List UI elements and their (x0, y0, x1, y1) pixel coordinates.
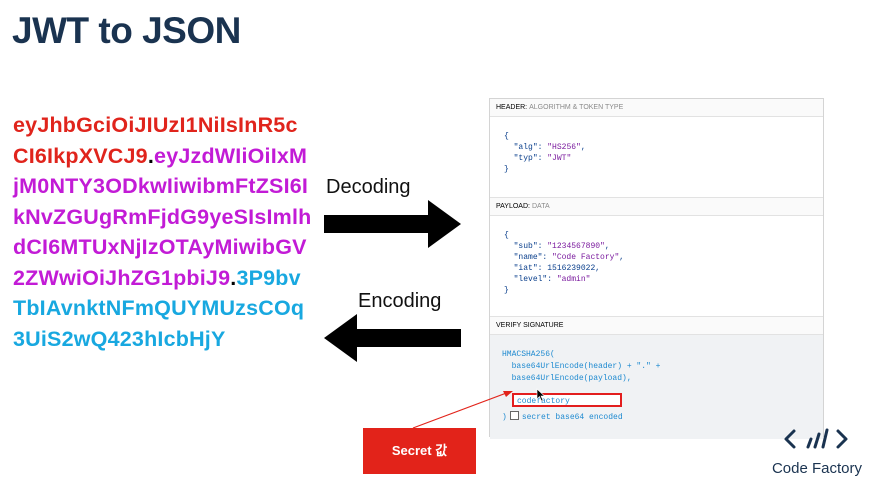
json-value: "Code Factory" (552, 253, 620, 262)
sig-line-1: HMACSHA256( (502, 350, 555, 359)
json-key: "alg" (513, 143, 538, 152)
json-key: "name" (513, 253, 543, 262)
json-sep: , (619, 253, 625, 262)
payload-json-editor[interactable]: { "sub": "1234567890", "name": "Code Fac… (490, 216, 823, 316)
json-value: 1516239022 (547, 264, 596, 273)
json-value: "HS256" (547, 143, 581, 152)
header-json: { "alg": "HS256", "typ": "JWT"} (504, 131, 586, 175)
json-key: "level" (513, 275, 548, 284)
jwt-dot-2: . (230, 265, 237, 290)
payload-section-subtitle: DATA (531, 203, 550, 210)
left-arrow-icon (324, 314, 461, 362)
jwt-signature-part: 3P9bvTbIAvnktNFmQUYMUzsCOq3UiS2wQ423hIcb… (13, 265, 305, 351)
header-section-subtitle: ALGORITHM & TOKEN TYPE (529, 104, 624, 111)
header-json-editor[interactable]: { "alg": "HS256", "typ": "JWT"} (490, 117, 823, 197)
payload-json: { "sub": "1234567890", "name": "Code Fac… (504, 230, 624, 296)
close-brace: } (504, 286, 509, 295)
open-brace: { (504, 132, 509, 141)
base64-checkbox[interactable] (509, 411, 519, 420)
payload-section-label: PAYLOAD: (496, 203, 530, 210)
base64-checkbox-row: ) secret base64 encoded (502, 411, 623, 422)
signature-code: HMACSHA256( base64UrlEncode(header) + ".… (502, 349, 660, 385)
json-key: "sub" (513, 242, 538, 251)
json-value: "admin" (556, 275, 591, 284)
header-section-title: HEADER:ALGORITHM & TOKEN TYPE (490, 99, 823, 117)
jwt-payload-part: eyJzdWIiOiIxMjM0NTY3ODkwIiwibmFtZSI6IkNv… (13, 143, 312, 290)
json-sep: , (604, 242, 610, 251)
json-line: "sub": "1234567890", (513, 242, 610, 251)
code-factory-logo (784, 428, 848, 449)
decoding-label: Decoding (326, 176, 411, 198)
json-value: "1234567890" (547, 242, 605, 251)
json-line: "alg": "HS256", (513, 143, 586, 152)
sig-close-paren: ) (502, 413, 507, 422)
brand: Code Factory (762, 425, 872, 477)
json-key: "typ" (513, 154, 538, 163)
json-line: "iat": 1516239022, (513, 264, 601, 273)
json-line: "level": "admin" (513, 275, 591, 284)
json-sep: , (595, 264, 601, 273)
header-section-label: HEADER: (496, 104, 528, 111)
json-key: "iat" (513, 264, 538, 273)
signature-box: HMACSHA256( base64UrlEncode(header) + ".… (490, 335, 823, 439)
jwt-header-part: eyJhbGciOiJIUzI1NiIsInR5cCI6IkpXVCJ9 (13, 113, 298, 168)
jwt-dot-1: . (147, 143, 155, 168)
secret-input[interactable]: codefactory (512, 393, 622, 407)
close-brace: } (504, 165, 509, 174)
json-sep: , (580, 143, 586, 152)
payload-section-title: PAYLOAD:DATA (490, 197, 823, 216)
json-line: "name": "Code Factory", (513, 253, 625, 262)
open-brace: { (504, 231, 509, 240)
jwt-decoder-panel: HEADER:ALGORITHM & TOKEN TYPE { "alg": "… (489, 98, 824, 439)
brand-name: Code Factory (771, 460, 863, 477)
sig-line-2: base64UrlEncode(header) + "." + (502, 362, 661, 371)
secret-value-callout: Secret 값 (363, 428, 476, 474)
json-value: "JWT" (547, 154, 572, 163)
base64-checkbox-label: secret base64 encoded (521, 413, 623, 422)
mouse-cursor-icon (536, 388, 546, 402)
encoding-label: Encoding (358, 290, 442, 312)
page-title: JWT to JSON (12, 10, 241, 51)
signature-section-title: VERIFY SIGNATURE (490, 316, 823, 335)
right-arrow-icon (324, 200, 461, 248)
sig-line-3: base64UrlEncode(payload), (502, 374, 632, 383)
json-line: "typ": "JWT" (513, 154, 572, 163)
jwt-token: eyJhbGciOiJIUzI1NiIsInR5cCI6IkpXVCJ9.eyJ… (13, 110, 313, 354)
